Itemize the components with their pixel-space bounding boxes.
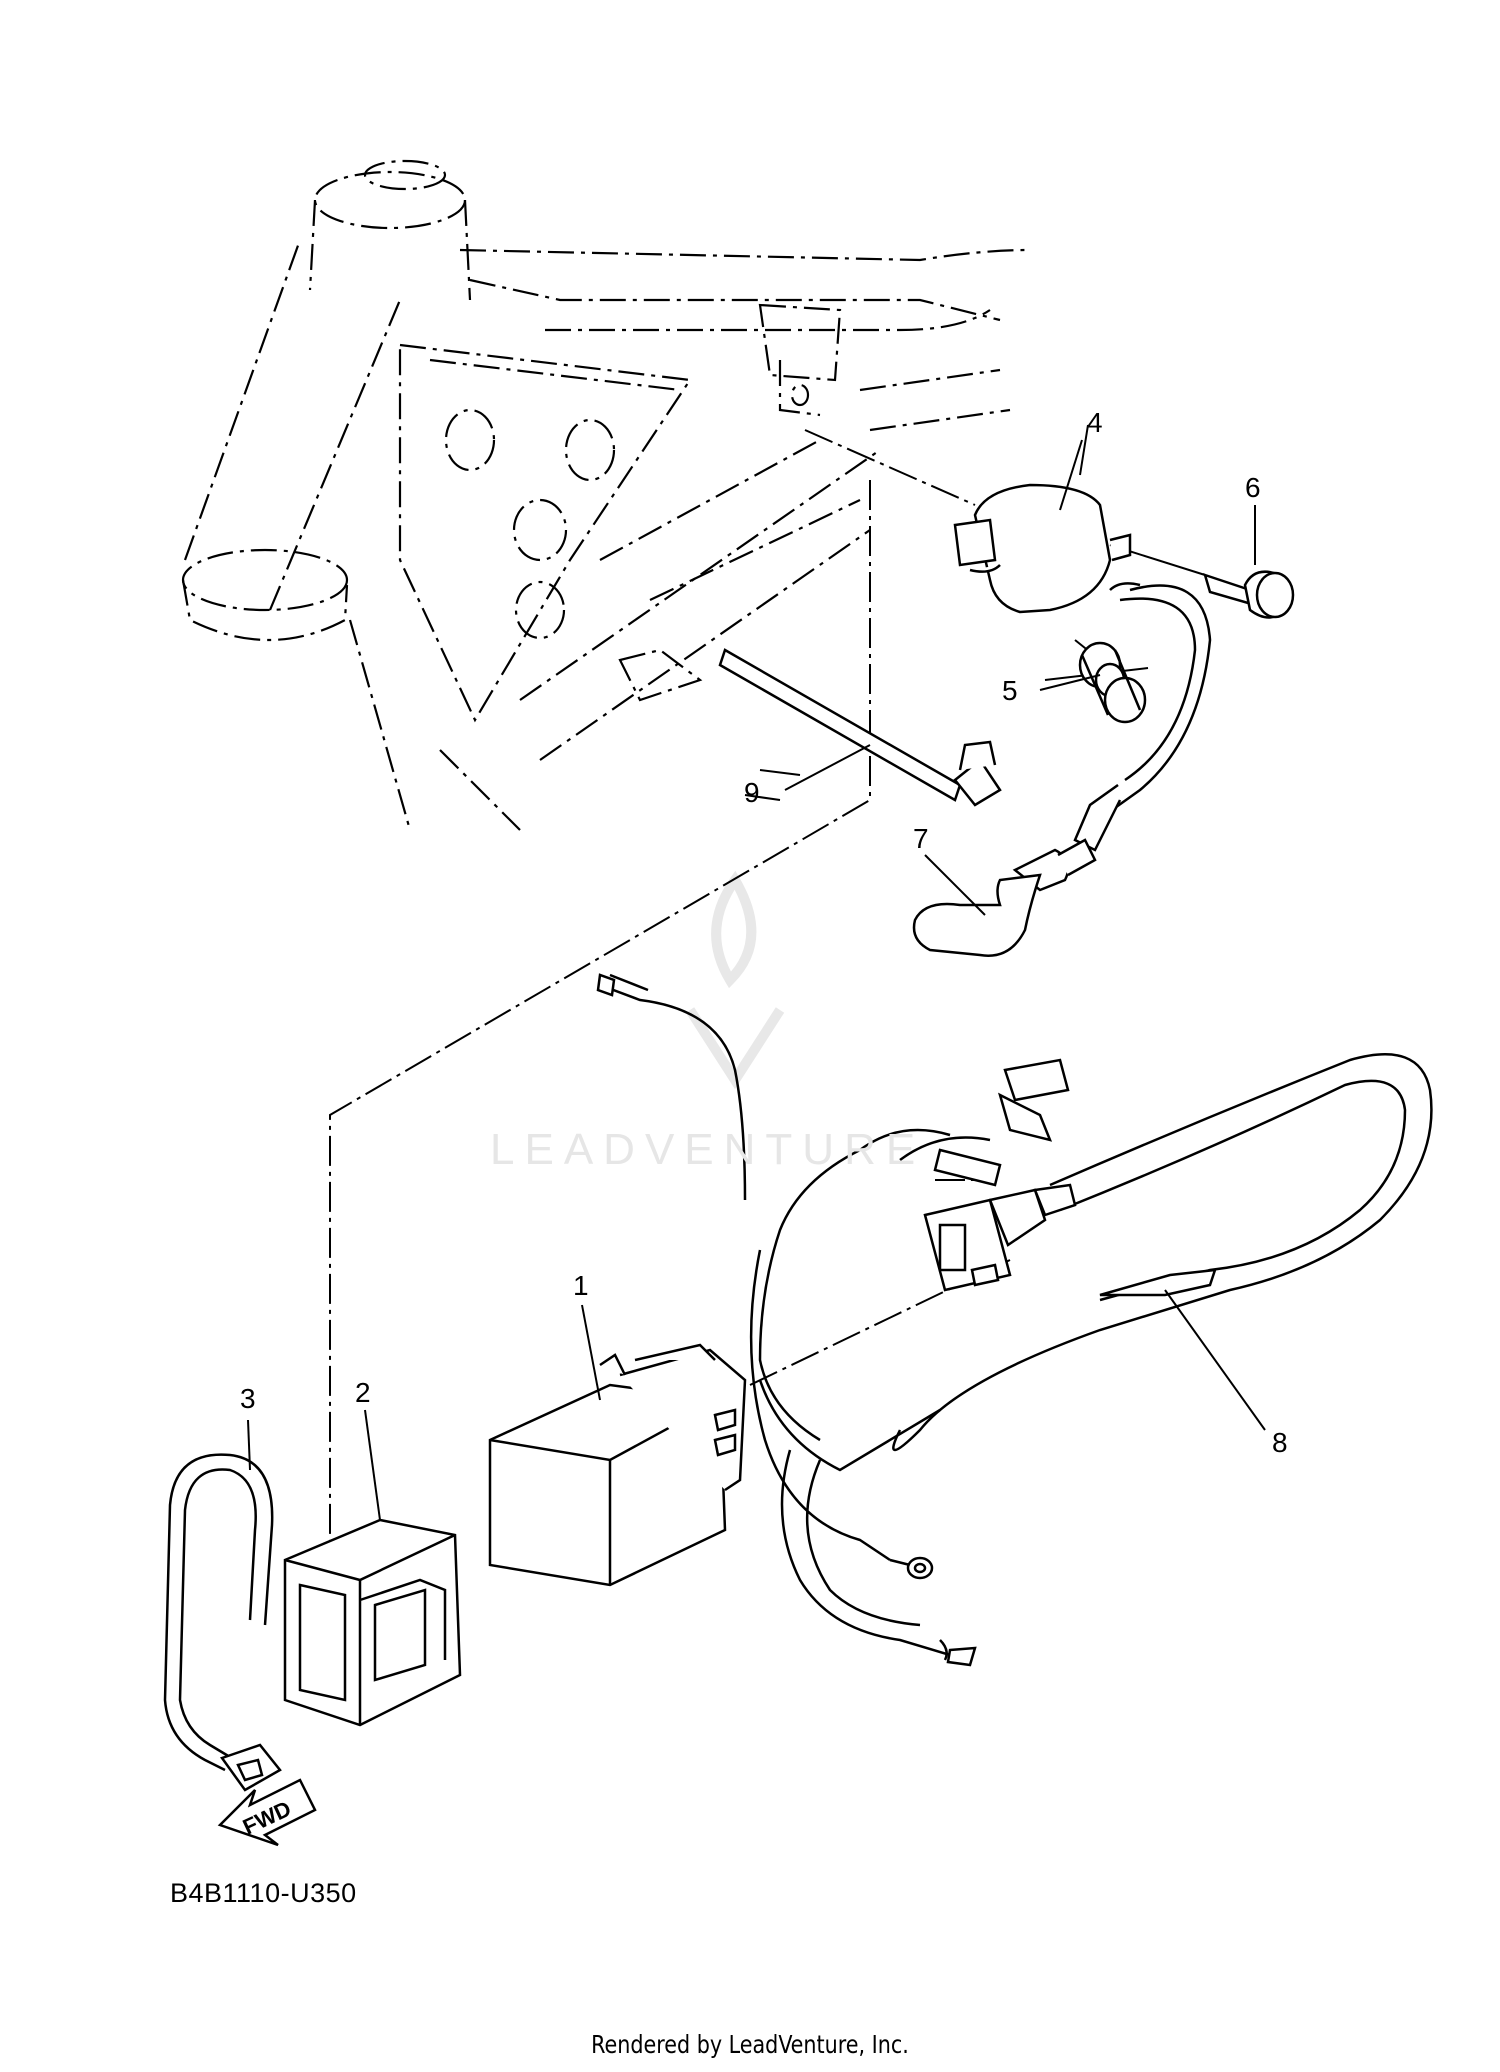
- footer-credit: Rendered by LeadVenture, Inc.: [591, 2030, 909, 2059]
- spark-plug-cap: [912, 838, 1097, 957]
- high-tension-lead: [1104, 584, 1212, 817]
- drawing-code: B4B1110-U350: [170, 1878, 357, 1908]
- grommet-icon: [1078, 641, 1147, 724]
- cable-tie: [163, 1453, 282, 1792]
- forward-arrow-icon: FWD: [217, 1778, 317, 1847]
- cdi-holder: [283, 1518, 462, 1727]
- frame-outline: [181, 159, 1031, 831]
- wire-harness: [596, 973, 1433, 1667]
- cdi-unit: [488, 1343, 747, 1587]
- callout-6: 6: [1245, 472, 1261, 503]
- callout-5: 5: [1002, 675, 1018, 706]
- watermark-logo-icon: [685, 870, 785, 1090]
- callout-4: 4: [1087, 407, 1103, 438]
- mounting-bracket: [718, 648, 1002, 807]
- callout-3: 3: [240, 1383, 256, 1414]
- callout-2: 2: [355, 1377, 371, 1408]
- callout-8: 8: [1272, 1427, 1288, 1458]
- callout-leaders: [247, 439, 1266, 1521]
- callout-7: 7: [913, 823, 929, 854]
- callout-1: 1: [573, 1270, 589, 1301]
- callout-9: 9: [744, 777, 760, 808]
- ignition-coil: [953, 483, 1141, 614]
- bolt-icon: [1203, 570, 1295, 619]
- watermark-text: LEADVENTURE: [490, 1125, 926, 1174]
